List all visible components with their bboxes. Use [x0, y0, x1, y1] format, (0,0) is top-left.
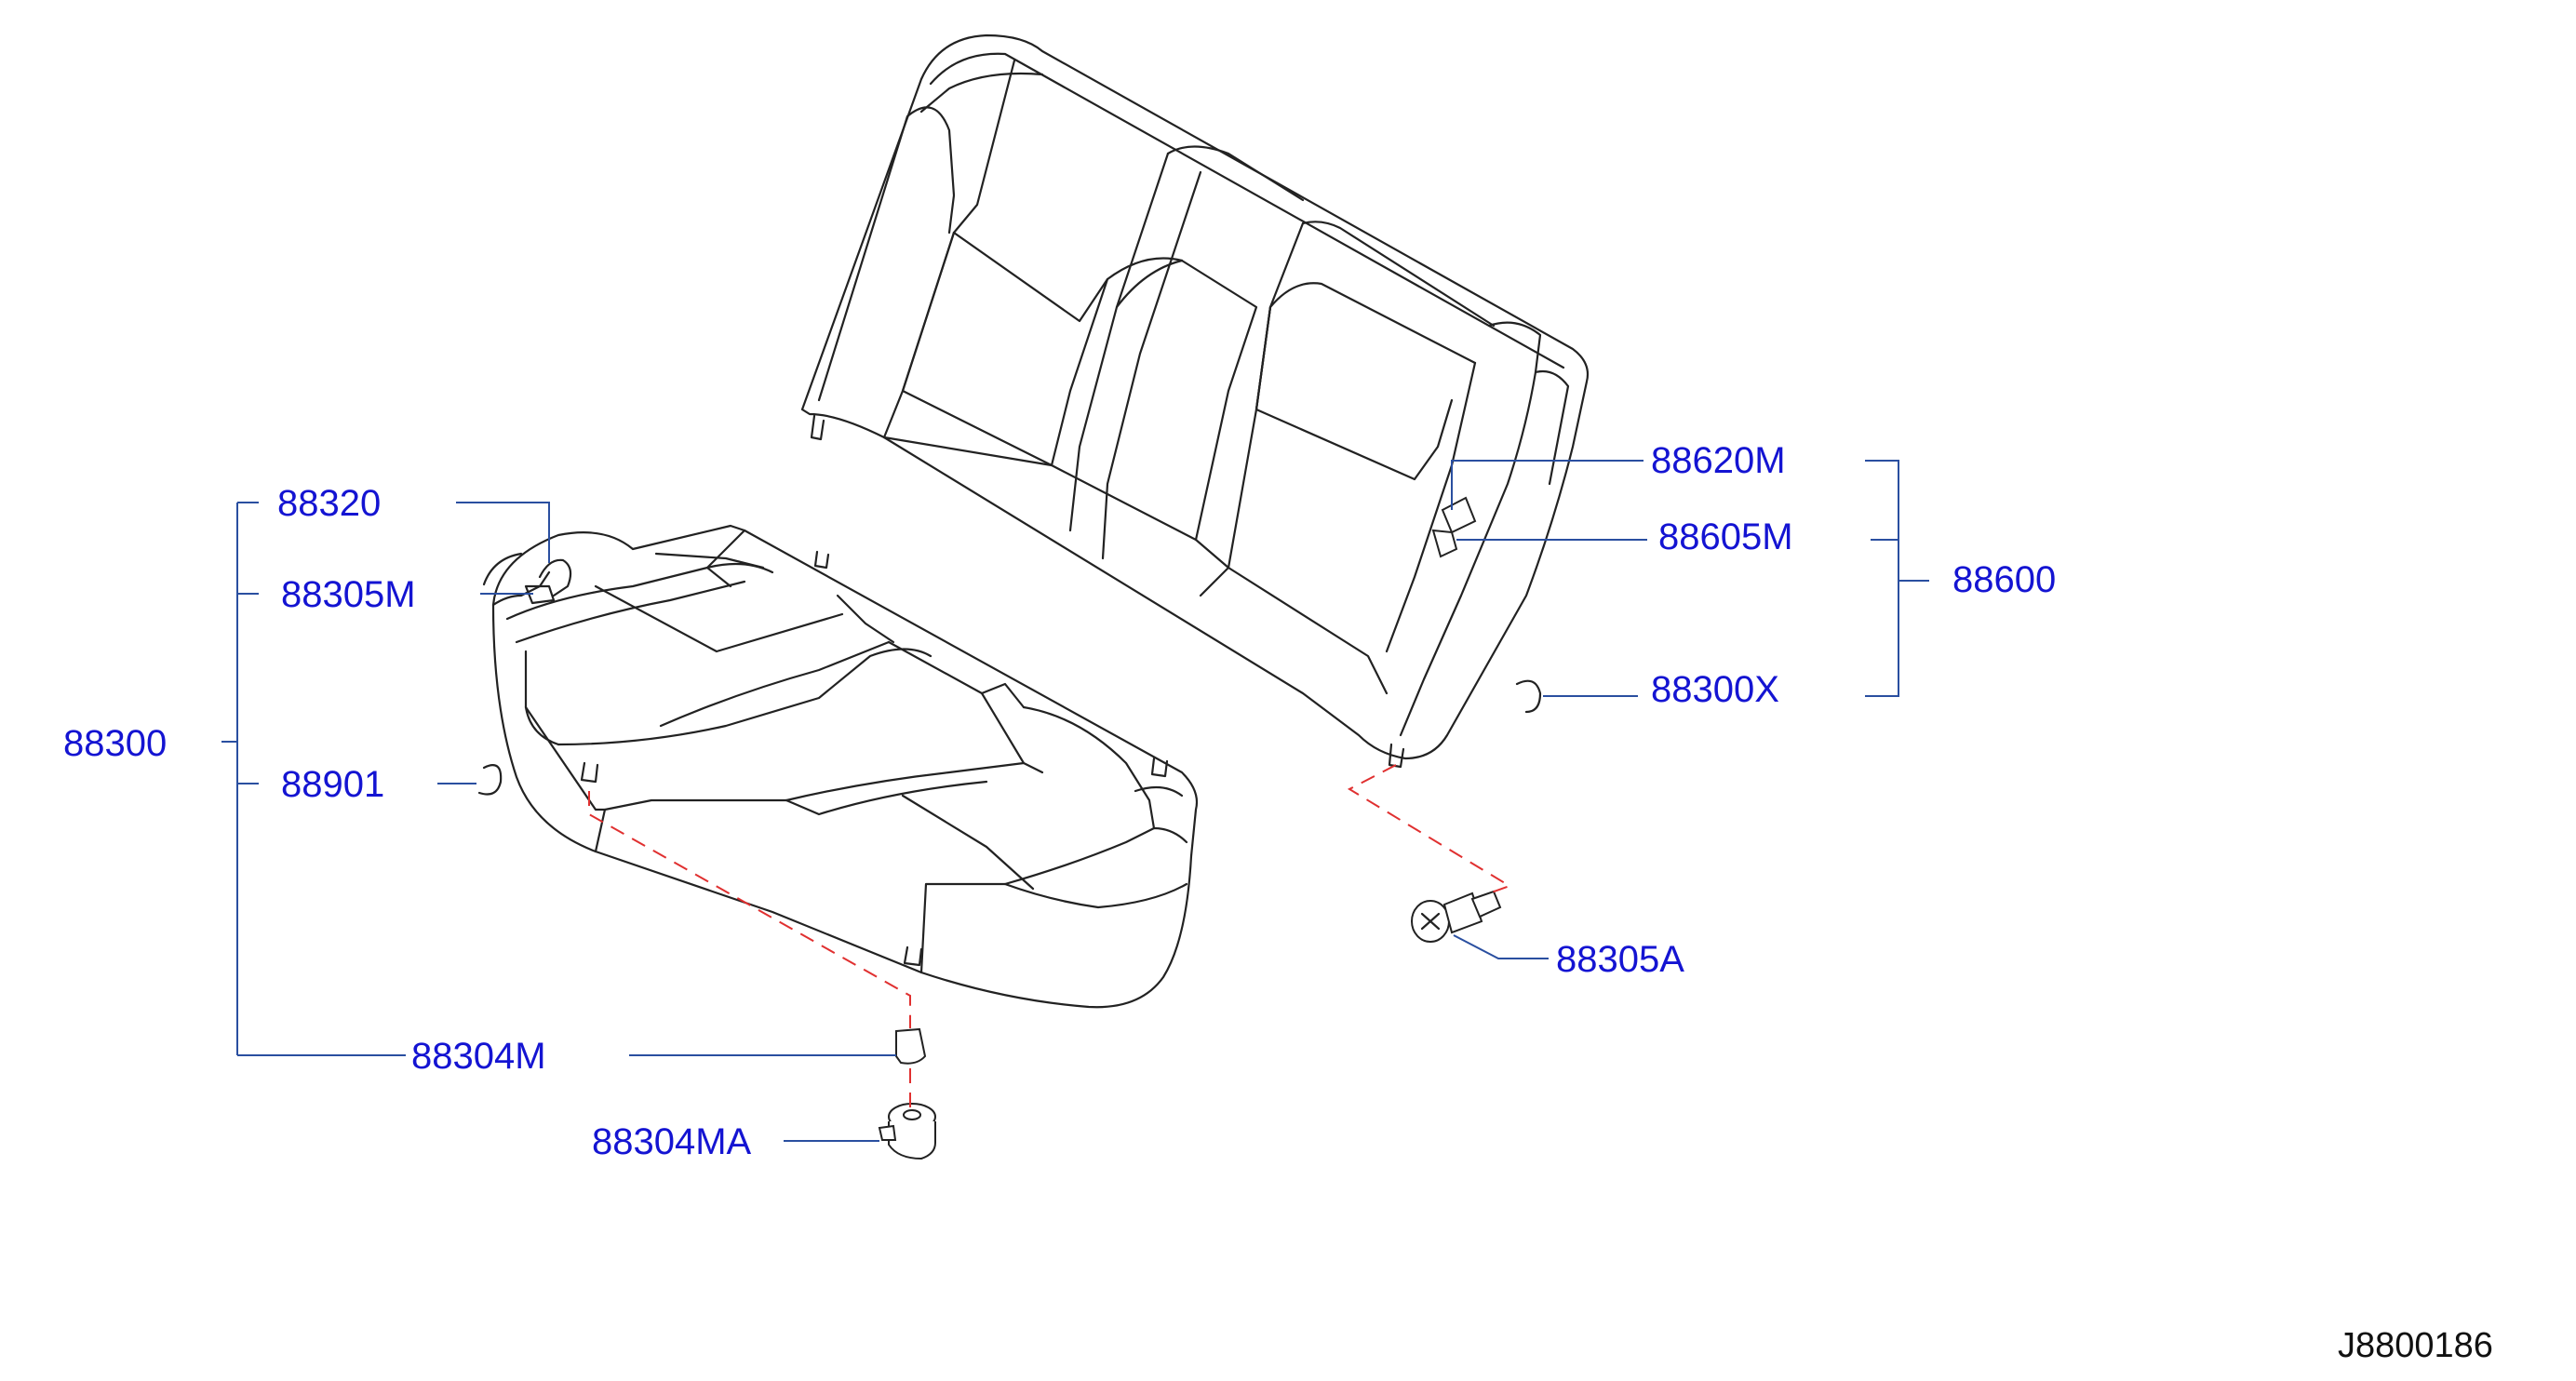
bracket-88620m-illustration	[1431, 496, 1477, 558]
label-88300x: 88300X	[1651, 669, 1779, 710]
label-88305m: 88305M	[281, 574, 416, 615]
hook-88320-illustration	[524, 558, 572, 605]
seat-cushion-illustration	[482, 524, 1199, 1009]
label-88901: 88901	[281, 764, 384, 805]
label-88304m: 88304M	[411, 1036, 546, 1077]
leader-lines	[221, 460, 1929, 1142]
drawing-code: J8800186	[2338, 1326, 2493, 1365]
label-88620m: 88620M	[1651, 440, 1786, 481]
label-88300: 88300	[63, 723, 167, 764]
clip-88304m-illustration	[895, 1027, 927, 1065]
label-88304ma: 88304MA	[592, 1121, 752, 1162]
hidden-line-cushion	[588, 791, 911, 1028]
bolt-88305a-illustration	[1411, 890, 1502, 943]
ring-88901-illustration	[477, 764, 503, 796]
seat-back-illustration	[800, 34, 1590, 769]
label-88305a: 88305A	[1556, 939, 1684, 980]
grommet-88304ma-illustration	[878, 1103, 936, 1160]
hidden-line-seatback	[1347, 764, 1512, 894]
label-88320: 88320	[277, 483, 381, 524]
label-88600: 88600	[1952, 559, 2056, 600]
label-88605m: 88605M	[1658, 516, 1793, 557]
ring-88300x-illustration	[1515, 679, 1542, 714]
